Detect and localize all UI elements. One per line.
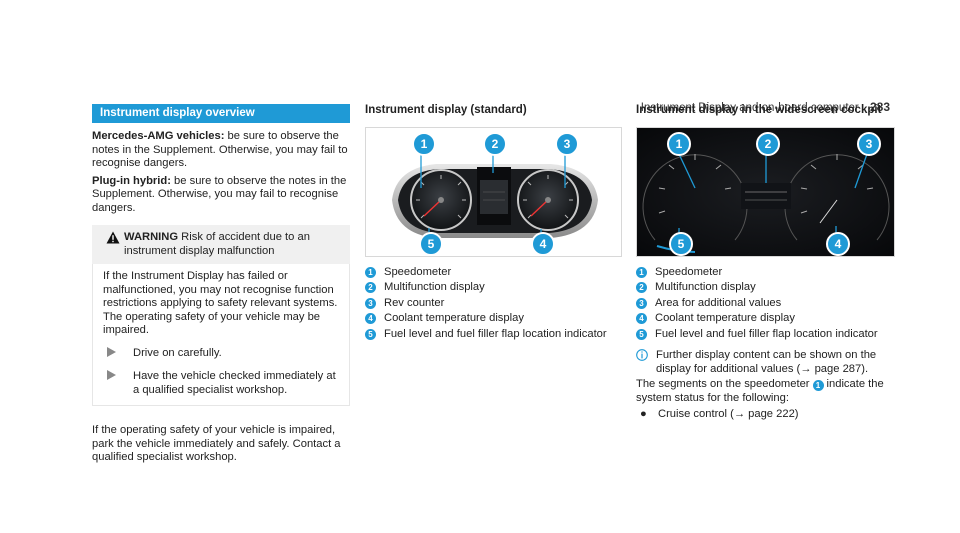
page-number: 283 bbox=[869, 100, 890, 114]
warning-title-text: Risk of accident due to an instrument di… bbox=[124, 231, 310, 257]
callout-1: 1 bbox=[412, 131, 436, 156]
warning-body-text-2: The operating safety of your vehicle may… bbox=[103, 310, 321, 337]
widescreen-title: Instrument display in the widescreen coc… bbox=[636, 104, 882, 116]
hybrid-text: be sure to observe the notes in the Supp… bbox=[92, 174, 347, 214]
legend-number: 2 bbox=[636, 282, 647, 293]
amg-label: Mercedes-AMG vehicles: bbox=[92, 130, 225, 142]
callout-4: 4 bbox=[531, 231, 555, 256]
legend-text: Multifunction display bbox=[655, 281, 756, 293]
legend-item: 2 Multifunction display bbox=[365, 281, 620, 295]
callout-2: 2 bbox=[483, 131, 507, 156]
bullet-item: ● Cruise control (→ page 222) bbox=[636, 408, 894, 422]
play-arrow-icon bbox=[103, 346, 133, 362]
legend-item: 3 Rev counter bbox=[365, 297, 620, 311]
segments-pre: The segments on the speedometer bbox=[636, 378, 810, 390]
bullet-dot-icon: ● bbox=[640, 408, 647, 420]
warning-box: WARNING Risk of accident due to an instr… bbox=[92, 225, 350, 406]
legend-item: 3 Area for additional values bbox=[636, 297, 894, 311]
info-icon bbox=[636, 349, 656, 376]
legend-text: Rev counter bbox=[384, 296, 445, 309]
warning-step-1-text: Drive on carefully. bbox=[133, 346, 222, 359]
warning-body: If the Instrument Display has failed or … bbox=[92, 264, 350, 406]
callout-5: 5 bbox=[669, 231, 693, 256]
legend-item: 1 Speedometer bbox=[636, 266, 894, 280]
closing-paragraph: If the operating safety of your vehicle … bbox=[92, 424, 341, 463]
hybrid-label: Plug-in hybrid: bbox=[92, 174, 171, 187]
legend-number: 5 bbox=[636, 328, 647, 340]
section-title: Instrument display overview bbox=[92, 104, 350, 123]
header-title: Instrument Display and on-board computer bbox=[640, 102, 859, 114]
legend-number: 2 bbox=[365, 282, 376, 293]
callout-1: 1 bbox=[667, 131, 691, 156]
column-overview: Instrument display overview Mercedes-AMG… bbox=[92, 104, 350, 465]
callout-2: 2 bbox=[756, 131, 780, 156]
standard-cluster-illustration bbox=[392, 153, 598, 242]
standard-cluster-figure: 1 2 3 4 5 bbox=[365, 126, 622, 257]
warning-step-1: Drive on carefully. bbox=[103, 346, 339, 362]
info-note: Further display content can be shown on … bbox=[636, 349, 894, 376]
inline-callout-1: 1 bbox=[812, 380, 824, 391]
warning-label: WARNING bbox=[124, 231, 179, 243]
warning-title: WARNING Risk of accident due to an instr… bbox=[124, 231, 342, 258]
play-arrow-icon bbox=[103, 370, 133, 397]
amg-note: Mercedes-AMG vehicles: be sure to observ… bbox=[92, 130, 350, 171]
legend-item: 5 Fuel level and fuel filler flap locatio… bbox=[365, 328, 620, 342]
legend-number: 3 bbox=[365, 297, 376, 309]
page-header: Instrument Display and on-board computer… bbox=[641, 100, 890, 114]
legend-text: Area for additional values bbox=[655, 296, 782, 309]
legend-text: Coolant temperature display bbox=[655, 312, 795, 324]
warning-body-text-1: If the Instrument Display has failed or … bbox=[103, 270, 338, 309]
callout-3: 3 bbox=[857, 131, 881, 156]
legend-item: 1 Speedometer bbox=[365, 266, 620, 280]
legend-number: 1 bbox=[365, 266, 376, 278]
column-standard: Instrument display (standard) bbox=[365, 104, 622, 342]
warning-header: WARNING Risk of accident due to an instr… bbox=[92, 225, 350, 264]
warning-step-2-text: Have the vehicle checked immediately at … bbox=[133, 370, 336, 396]
segments-post: indicate the system status for the follo… bbox=[636, 378, 884, 404]
info-text: Further display content can be shown on … bbox=[656, 349, 877, 375]
legend-text: Speedometer bbox=[655, 265, 723, 278]
legend-item: 5 Fuel level and fuel filler flap locatio… bbox=[636, 328, 894, 342]
standard-legend: 1 Speedometer 2 Multifunction display 3 Rev… bbox=[365, 266, 620, 342]
legend-number: 1 bbox=[636, 266, 647, 278]
legend-text: Speedometer bbox=[384, 265, 452, 278]
legend-text: Fuel level and fuel filler flap location… bbox=[384, 327, 607, 340]
legend-item: 4 Coolant temperature display bbox=[365, 312, 620, 326]
hybrid-note: Plug-in hybrid: be sure to observe the n… bbox=[92, 175, 350, 216]
legend-text: Fuel level and fuel filler flap location… bbox=[655, 327, 878, 340]
column-widescreen: Instrument display in the widescreen coc… bbox=[636, 104, 895, 422]
amg-text: be sure to observe the notes in the Supp… bbox=[92, 130, 348, 169]
legend-number: 4 bbox=[636, 313, 647, 324]
widescreen-legend: 1 Speedometer 2 Multifunction display 3 Are… bbox=[636, 266, 894, 342]
callout-5: 5 bbox=[419, 231, 443, 256]
callout-3: 3 bbox=[555, 131, 579, 156]
widescreen-cluster-figure: 1 2 3 4 5 bbox=[636, 126, 895, 257]
standard-title: Instrument display (standard) bbox=[365, 104, 527, 116]
bullet-text: Cruise control (→ page 222) bbox=[658, 408, 799, 420]
legend-item: 2 Multifunction display bbox=[636, 281, 894, 295]
legend-number: 5 bbox=[365, 328, 376, 340]
legend-number: 4 bbox=[365, 313, 376, 324]
callout-4: 4 bbox=[826, 231, 850, 256]
legend-item: 4 Coolant temperature display bbox=[636, 312, 894, 326]
legend-text: Coolant temperature display bbox=[384, 312, 524, 324]
legend-text: Multifunction display bbox=[384, 281, 485, 293]
warning-step-2: Have the vehicle checked immediately at … bbox=[103, 370, 339, 397]
warning-triangle-icon bbox=[106, 231, 124, 258]
legend-number: 3 bbox=[636, 297, 647, 309]
